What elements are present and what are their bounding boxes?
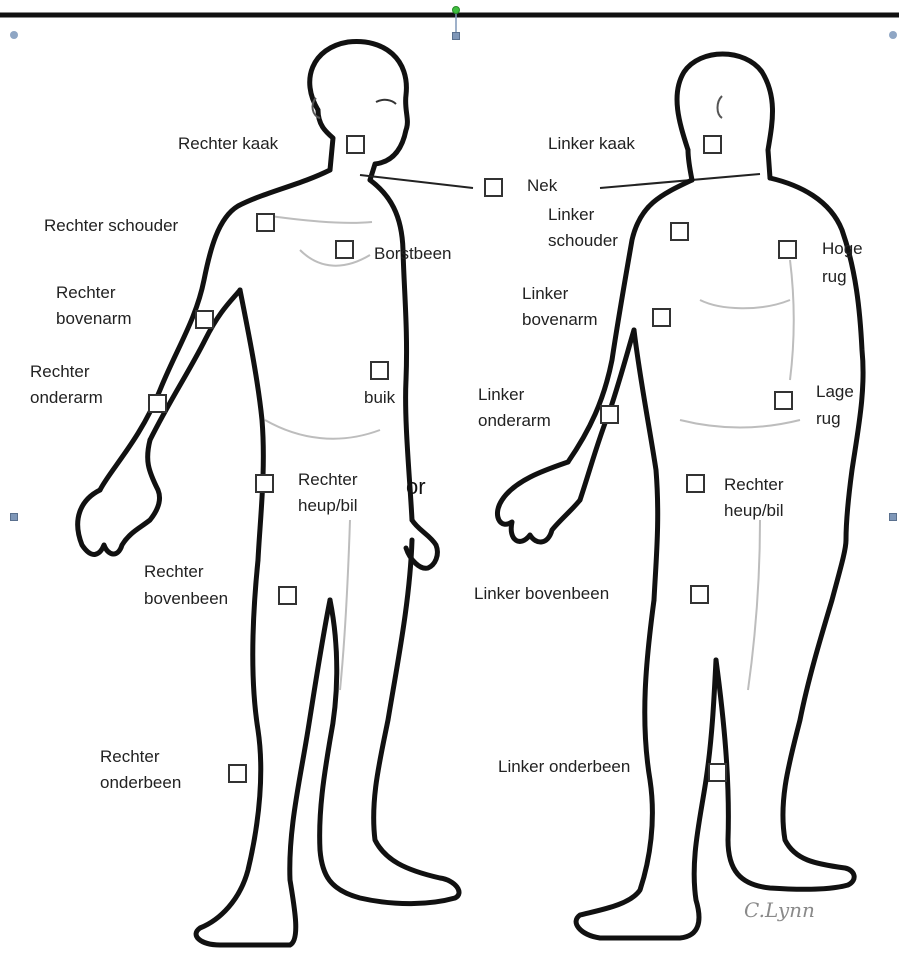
checkbox-buik[interactable] [370,361,389,380]
resize-handle-top-left[interactable] [10,31,18,39]
label-rechter-bovenbeen-2: bovenbeen [144,588,228,610]
label-linker-schouder-2: schouder [548,230,618,252]
checkbox-linker-onderbeen[interactable] [708,763,727,782]
label-linker-bovenarm-2: bovenarm [522,309,598,331]
label-rechter-onderbeen-2: onderbeen [100,772,181,794]
label-lage-rug-1: Lage [816,381,854,403]
checkbox-nek[interactable] [484,178,503,197]
resize-handle-top-right[interactable] [889,31,897,39]
label-rechter-bovenarm-1: Rechter [56,282,116,304]
or-text: or [406,474,426,500]
label-rechter-onderbeen-1: Rechter [100,746,160,768]
resize-handle-left[interactable] [10,513,18,521]
artist-signature: C.Lynn [744,898,815,922]
label-lage-rug-2: rug [816,408,841,430]
checkbox-linker-onderarm[interactable] [600,405,619,424]
front-figure [78,42,459,945]
label-rechter-kaak: Rechter kaak [178,133,278,155]
label-linker-onderbeen: Linker onderbeen [498,756,630,778]
label-rechter-heup-front-1: Rechter [298,469,358,491]
back-ear [718,96,723,118]
front-eye [376,100,396,104]
checkbox-lage-rug[interactable] [774,391,793,410]
checkbox-rechter-bovenarm[interactable] [195,310,214,329]
checkbox-linker-kaak[interactable] [703,135,722,154]
label-hoge-rug-1: Hoge [822,238,863,260]
resize-handle-right[interactable] [889,513,897,521]
label-rechter-bovenbeen-1: Rechter [144,561,204,583]
label-linker-onderarm-1: Linker [478,384,524,406]
checkbox-rechter-onderarm[interactable] [148,394,167,413]
label-hoge-rug-2: rug [822,266,847,288]
checkbox-rechter-onderbeen[interactable] [228,764,247,783]
label-linker-schouder-1: Linker [548,204,594,226]
checkbox-linker-schouder[interactable] [670,222,689,241]
checkbox-linker-bovenarm[interactable] [652,308,671,327]
checkbox-rechter-schouder[interactable] [256,213,275,232]
checkbox-rechter-heup-back[interactable] [686,474,705,493]
checkbox-rechter-kaak[interactable] [346,135,365,154]
label-rechter-schouder: Rechter schouder [44,215,178,237]
label-rechter-heup-front-2: heup/bil [298,495,358,517]
label-rechter-heup-back-1: Rechter [724,474,784,496]
checkbox-rechter-bovenbeen[interactable] [278,586,297,605]
rotate-handle[interactable] [452,6,460,14]
checkbox-linker-bovenbeen[interactable] [690,585,709,604]
checkbox-rechter-heup-front[interactable] [255,474,274,493]
resize-handle-top[interactable] [452,32,460,40]
label-linker-kaak: Linker kaak [548,133,635,155]
front-faint-lines [262,215,380,690]
label-linker-bovenarm-1: Linker [522,283,568,305]
label-linker-onderarm-2: onderarm [478,410,551,432]
label-linker-bovenbeen: Linker bovenbeen [474,583,609,605]
label-rechter-onderarm-1: Rechter [30,361,90,383]
checkbox-hoge-rug[interactable] [778,240,797,259]
checkbox-borstbeen[interactable] [335,240,354,259]
label-rechter-onderarm-2: onderarm [30,387,103,409]
label-rechter-heup-back-2: heup/bil [724,500,784,522]
label-borstbeen: Borstbeen [374,243,452,265]
label-rechter-bovenarm-2: bovenarm [56,308,132,330]
label-nek: Nek [527,175,557,197]
label-buik: buik [364,387,395,409]
